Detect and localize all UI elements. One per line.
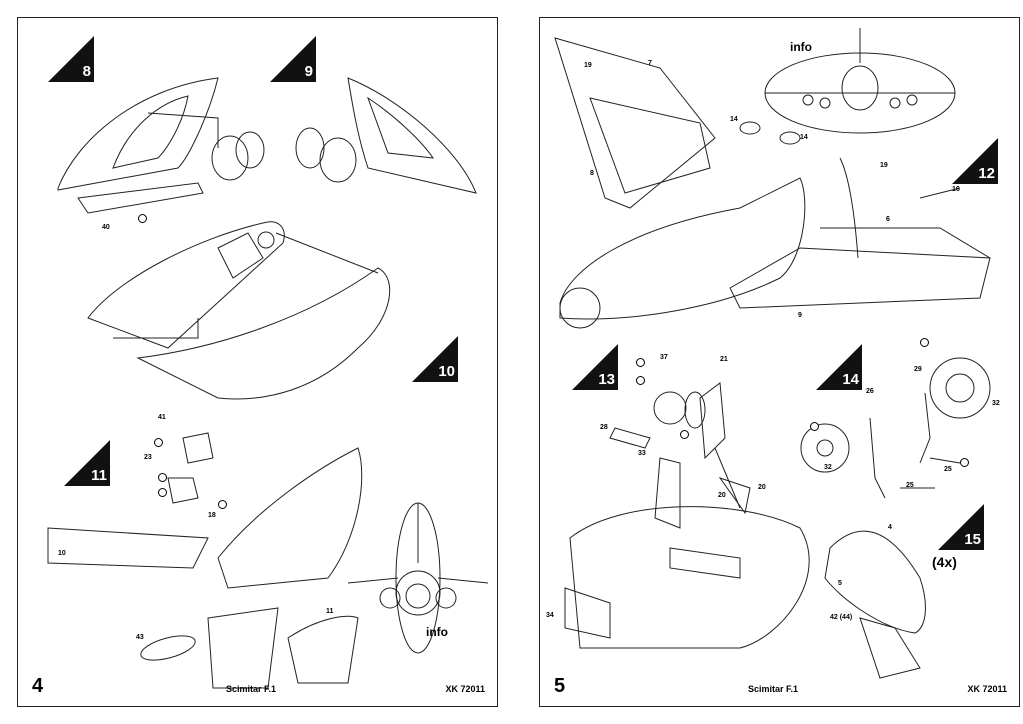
part-label: 40 <box>102 224 110 231</box>
part-label: 4 <box>888 524 892 531</box>
glue-drop-icon <box>960 458 969 467</box>
page-gutter <box>499 0 539 724</box>
step-badge-background <box>816 344 862 390</box>
part-label: 5 <box>838 580 842 587</box>
part-label: 11 <box>326 608 334 615</box>
part-label: 25 <box>944 466 952 473</box>
part-label: 20 <box>758 484 766 491</box>
step-badge-icon: STEP 14 <box>816 344 862 390</box>
left-page-drawings <box>47 77 489 689</box>
part-label: 32 <box>992 400 1000 407</box>
step-badge-icon: STEP 13 <box>572 344 618 390</box>
step-badge-background <box>270 36 316 82</box>
part-label: 14 <box>800 134 808 141</box>
quantity-note: (4x) <box>932 554 957 570</box>
model-name: Scimitar F.1 <box>226 684 277 694</box>
model-code: XK 72011 <box>445 684 485 694</box>
part-label: 28 <box>600 424 608 431</box>
part-label: 43 <box>136 634 144 641</box>
step-number: 11 <box>91 467 107 484</box>
instruction-page-right: STEP 12 STEP 13 STEP 14 STEP 15 info (4x… <box>539 17 1020 707</box>
glue-drop-icon <box>636 358 645 367</box>
step-badge-icon: STEP 11 <box>64 440 110 486</box>
part-label: 34 <box>546 612 554 619</box>
part-label: 18 <box>208 512 216 519</box>
model-name: Scimitar F.1 <box>748 684 799 694</box>
glue-drop-icon <box>138 214 147 223</box>
step-badge-icon: STEP 10 <box>412 336 458 382</box>
glue-drop-icon <box>158 488 167 497</box>
glue-drop-icon <box>158 473 167 482</box>
glue-drop-icon <box>920 338 929 347</box>
step-number: 9 <box>304 63 313 80</box>
step-number: 12 <box>978 165 995 182</box>
step-badge-background <box>938 504 984 550</box>
page-number: 4 <box>32 675 44 697</box>
glue-drop-icon <box>680 430 689 439</box>
part-label: 41 <box>158 414 166 421</box>
part-label: 37 <box>660 354 668 361</box>
part-label: 9 <box>798 312 802 319</box>
step-badge-background <box>64 440 110 486</box>
step-badge-icon: STEP 12 <box>952 138 998 184</box>
step-badge-icon: STEP 15 <box>938 504 984 550</box>
part-label: 14 <box>730 116 738 123</box>
step-number: 14 <box>842 371 859 388</box>
part-label: 20 <box>718 492 726 499</box>
step-number: 8 <box>82 63 91 80</box>
part-label: 26 <box>866 388 874 395</box>
step-badge-icon: STEP 8 <box>48 36 94 82</box>
part-label: 8 <box>590 170 594 177</box>
model-code: XK 72011 <box>967 684 1007 694</box>
glue-drop-icon <box>218 500 227 509</box>
part-label: 16 <box>952 186 960 193</box>
part-label: 33 <box>638 450 646 457</box>
part-label: 21 <box>720 356 728 363</box>
step-badge-background <box>48 36 94 82</box>
step-badge-icon: STEP 9 <box>270 36 316 82</box>
instruction-page-left: STEP 8 STEP 9 STEP 10 STEP 11 40 41 23 1… <box>17 17 498 707</box>
part-label: 32 <box>824 464 832 471</box>
glue-drop-icon <box>810 422 819 431</box>
part-label: 19 <box>880 162 888 169</box>
step-number: 10 <box>438 363 455 380</box>
right-page-drawings <box>554 28 991 679</box>
part-label: 23 <box>144 454 152 461</box>
info-label: info <box>426 625 448 639</box>
glue-drop-icon <box>154 438 163 447</box>
part-label: 7 <box>648 60 652 67</box>
glue-drop-icon <box>636 376 645 385</box>
info-label: info <box>790 40 812 54</box>
part-label: 42 (44) <box>830 614 853 621</box>
step-number: 13 <box>598 371 615 388</box>
step-number: 15 <box>964 531 981 548</box>
step-badge-background <box>412 336 458 382</box>
part-label: 29 <box>914 366 922 373</box>
part-label: 25 <box>906 482 914 489</box>
page-number: 5 <box>554 675 566 697</box>
part-label: 10 <box>58 550 66 557</box>
step-badge-background <box>572 344 618 390</box>
step-badge-background <box>952 138 998 184</box>
part-label: 6 <box>886 216 890 223</box>
part-label: 19 <box>584 62 592 69</box>
